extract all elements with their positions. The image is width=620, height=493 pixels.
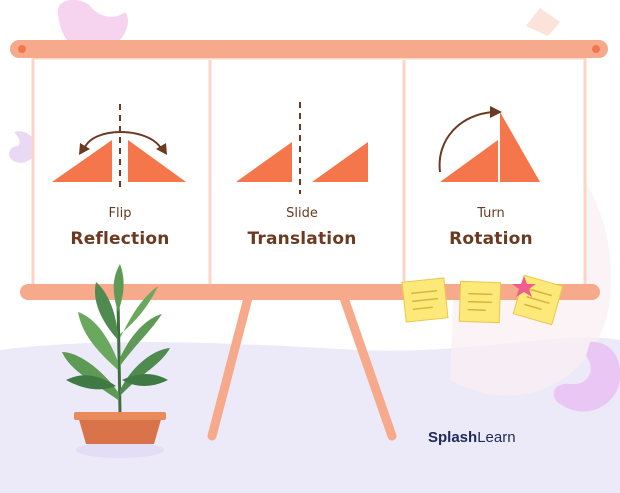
translation-triangle-right — [312, 142, 368, 182]
brand-name-part1: Splash — [428, 429, 478, 446]
left-blob — [9, 131, 37, 163]
rotation-triangle-rotated — [500, 112, 540, 182]
rotation-figure — [438, 106, 540, 182]
board-bottom-bar — [20, 284, 600, 300]
rotation-small-label: Turn — [477, 206, 505, 221]
flip-arrowhead-right — [156, 143, 167, 155]
brand-logo: SplashLearn — [428, 429, 516, 446]
turn-arrowhead — [490, 106, 502, 118]
reflection-figure — [52, 104, 186, 192]
top-right-diamond — [526, 8, 560, 36]
star-icon — [512, 276, 536, 297]
brand-name-part2: Learn — [477, 429, 516, 446]
board-top-bar — [10, 40, 608, 58]
rotation-triangle-base — [440, 140, 498, 182]
rotation-title: Rotation — [449, 229, 533, 249]
easel-legs — [207, 293, 397, 441]
reflection-small-label: Flip — [108, 206, 132, 221]
translation-small-label: Slide — [286, 206, 318, 221]
top-left-blob — [57, 0, 128, 53]
translation-figure — [236, 102, 368, 194]
reflection-title: Reflection — [70, 229, 170, 249]
potted-plant — [62, 264, 170, 458]
translation-title: Translation — [247, 229, 357, 249]
flip-arrowhead-left — [79, 143, 90, 155]
plant-pot — [78, 416, 162, 444]
reflection-triangle-right — [128, 140, 186, 182]
sticky-notes — [401, 274, 564, 326]
turn-arrow — [438, 111, 495, 173]
right-blob — [553, 341, 620, 412]
reflection-triangle-left — [52, 140, 112, 182]
flip-arrow — [83, 131, 163, 151]
translation-triangle-left — [236, 142, 292, 182]
